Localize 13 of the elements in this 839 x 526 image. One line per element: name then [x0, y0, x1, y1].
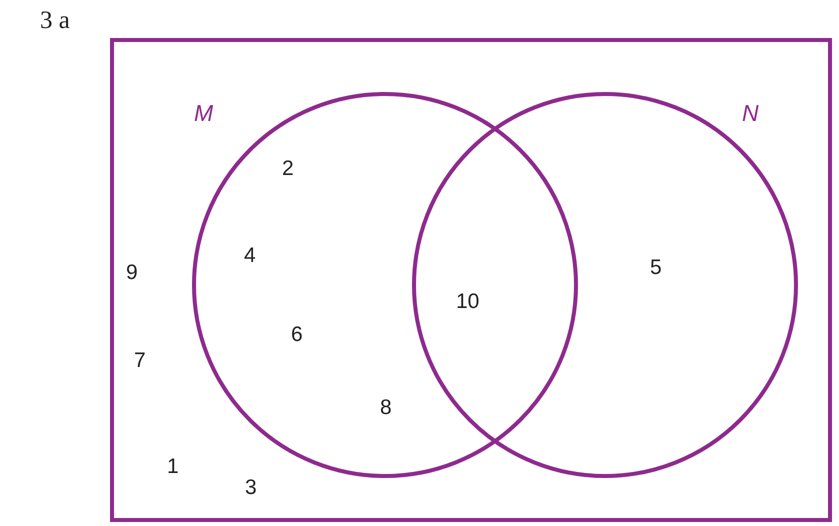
set-element: 10: [456, 291, 480, 312]
set-element: 8: [380, 397, 392, 418]
set-element: 5: [650, 257, 662, 278]
set-element: 1: [167, 456, 179, 477]
set-element: 7: [134, 350, 146, 371]
set-element: 6: [291, 324, 303, 345]
question-number: 3 a: [40, 8, 70, 33]
set-element: 4: [244, 245, 256, 266]
set-element: 3: [245, 477, 257, 498]
set-element: 2: [282, 158, 294, 179]
set-name: N: [742, 100, 759, 127]
set-name: M: [194, 100, 214, 127]
set-element: 9: [126, 262, 138, 283]
